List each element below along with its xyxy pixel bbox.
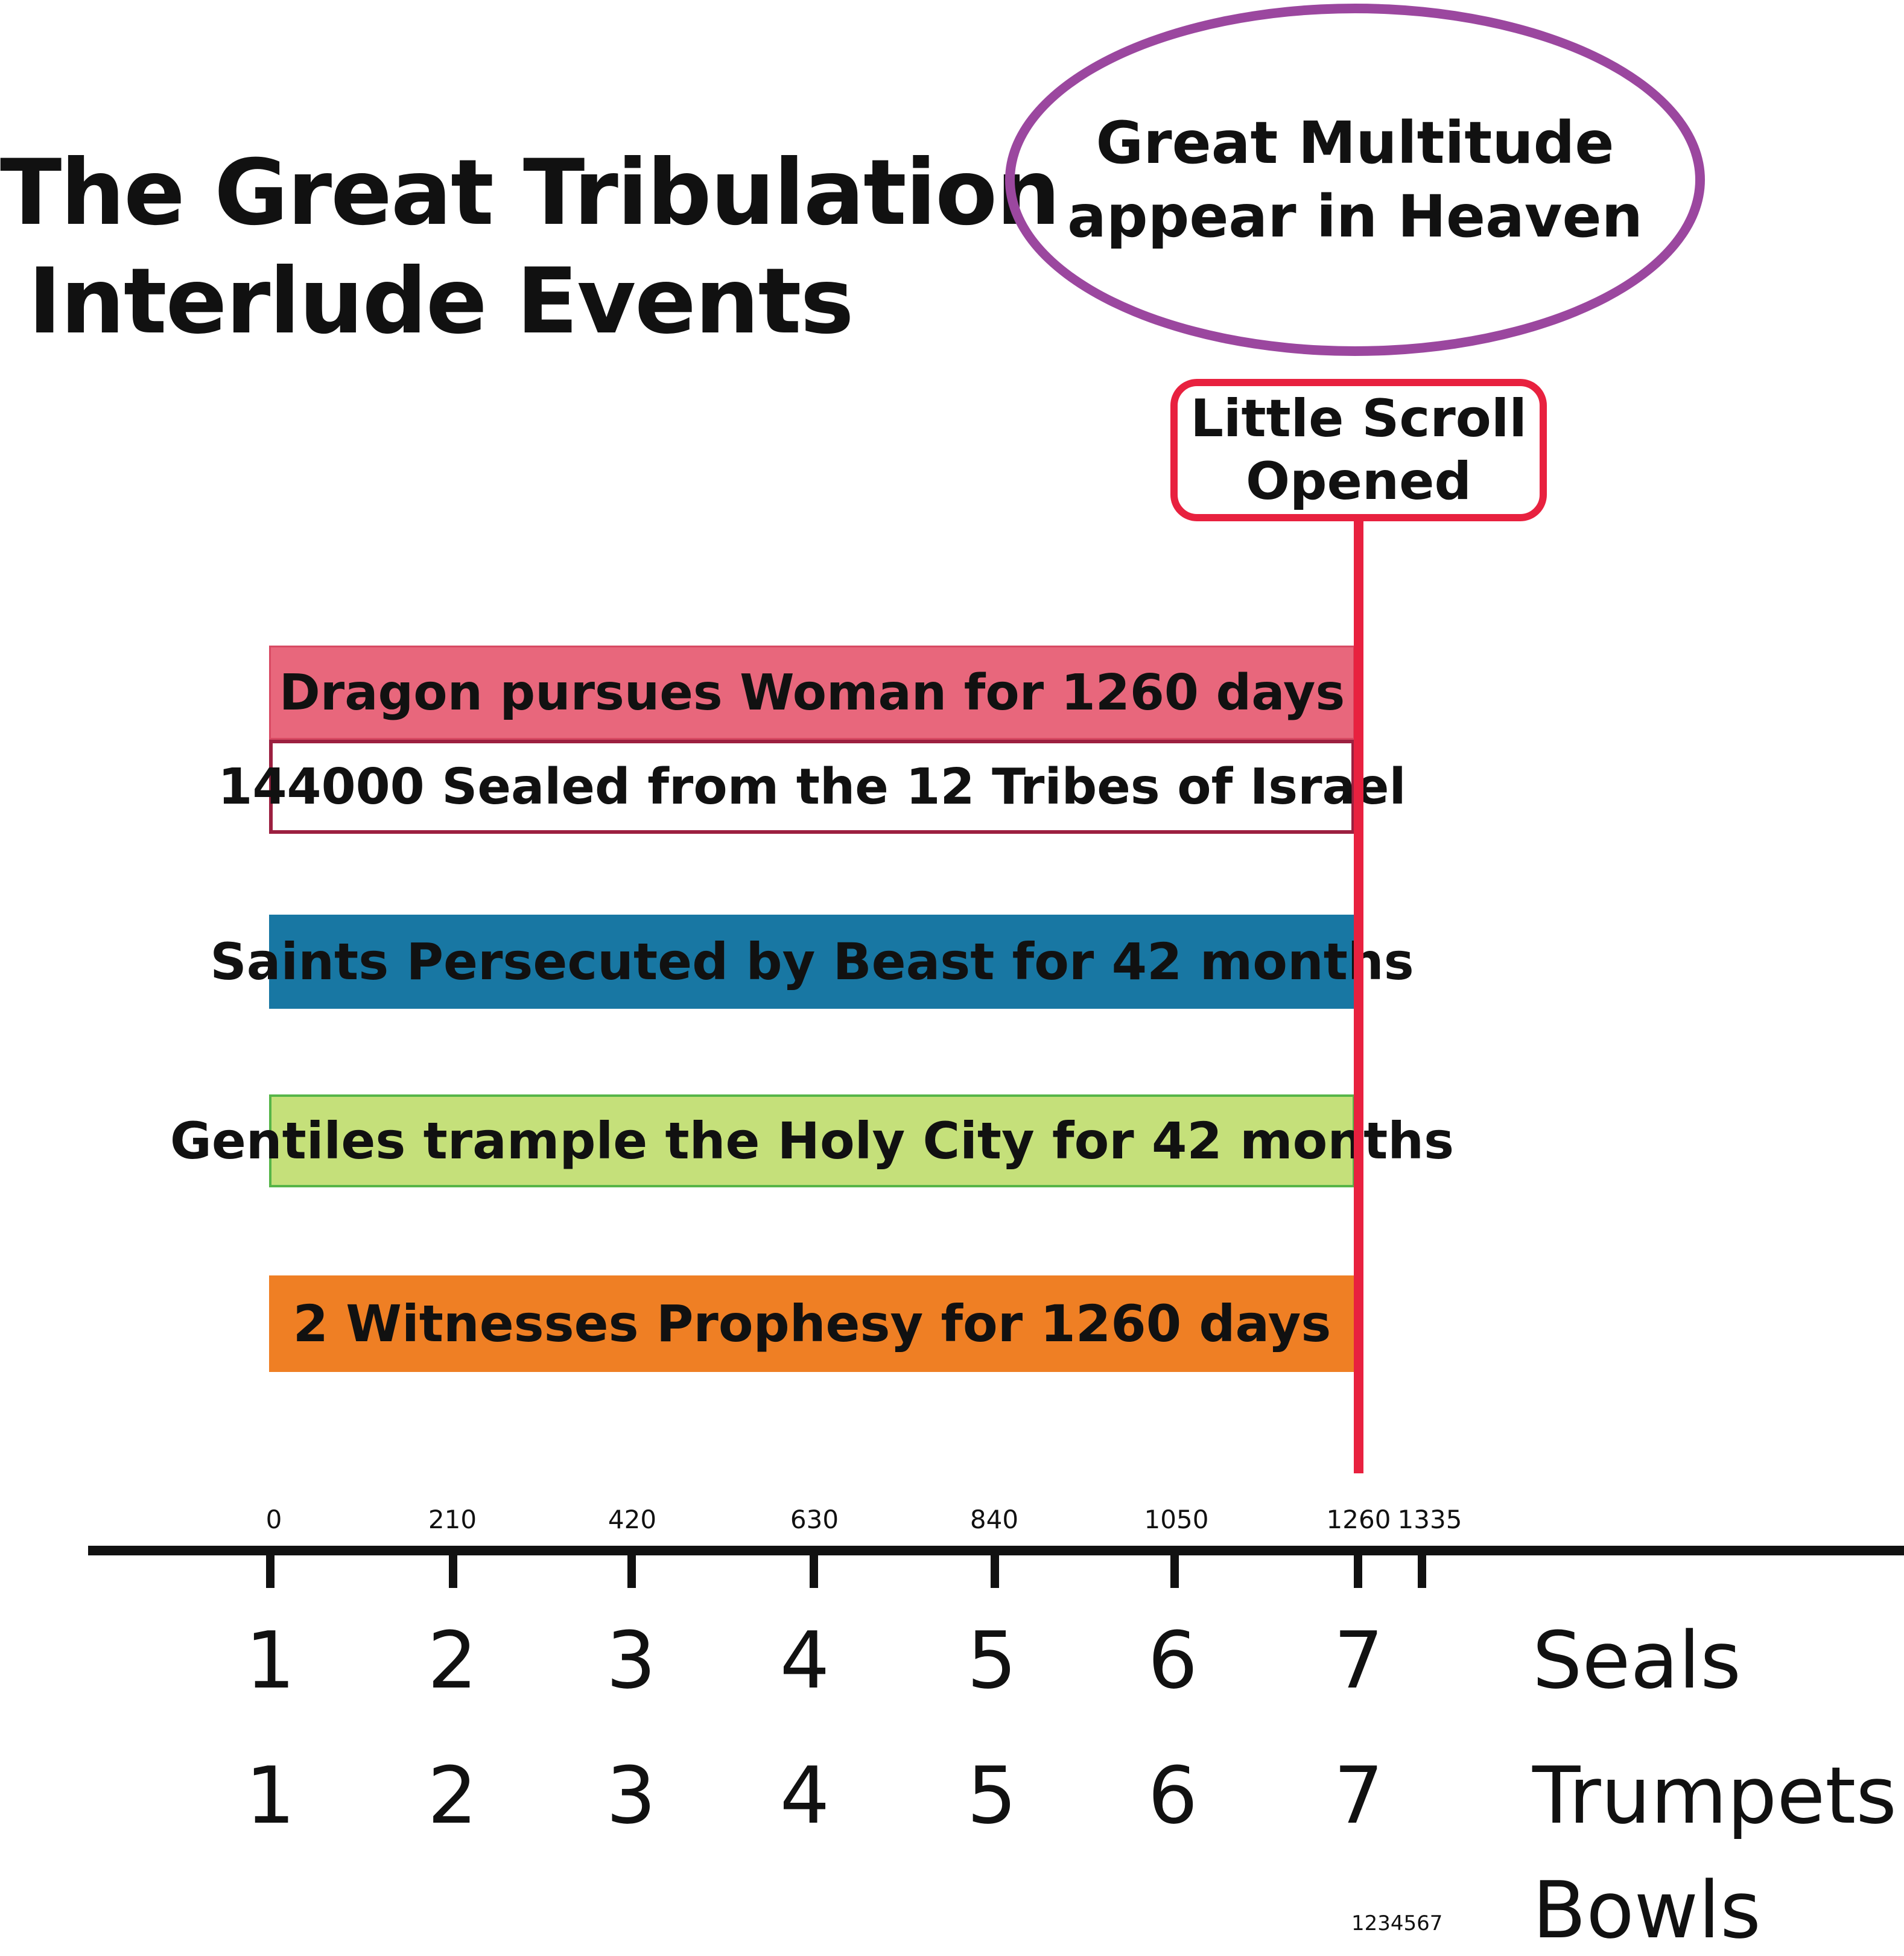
tick-label-630: 630 bbox=[790, 1505, 839, 1534]
page-title: The Great Tribulation Interlude Events bbox=[0, 139, 1061, 356]
trumpet-number: 1 bbox=[245, 1750, 296, 1841]
seal-number: 2 bbox=[427, 1615, 478, 1706]
trumpet-number: 2 bbox=[427, 1750, 478, 1841]
little-scroll-box: Little Scroll Opened bbox=[1170, 379, 1547, 521]
great-multitude-line-1: Great Multitude bbox=[1096, 109, 1614, 177]
dragon-pursues-bar: Dragon pursues Woman for 1260 days bbox=[269, 646, 1355, 740]
seals-label: Seals bbox=[1532, 1615, 1742, 1706]
trumpet-number: 7 bbox=[1333, 1750, 1384, 1841]
saints-persecuted-bar: Saints Persecuted by Beast for 42 months bbox=[210, 915, 1414, 1009]
trumpet-number: 5 bbox=[966, 1750, 1017, 1841]
seal-number: 3 bbox=[606, 1615, 656, 1706]
title-line-2: Interlude Events bbox=[28, 249, 854, 354]
tick-label-1050: 1050 bbox=[1144, 1505, 1209, 1534]
little-scroll-line-1: Little Scroll bbox=[1190, 389, 1527, 449]
bowls-label: Bowls bbox=[1532, 1864, 1761, 1956]
seal-number: 6 bbox=[1147, 1615, 1198, 1706]
trumpet-number: 4 bbox=[779, 1750, 830, 1841]
trumpets-label: Trumpets bbox=[1532, 1750, 1897, 1841]
tick-label-840: 840 bbox=[969, 1505, 1019, 1534]
gentiles-trample-label: Gentiles trample the Holy City for 42 mo… bbox=[170, 1111, 1455, 1170]
tick-mark-630 bbox=[810, 1551, 818, 1588]
tick-label-420: 420 bbox=[608, 1505, 657, 1534]
trumpet-number: 6 bbox=[1147, 1750, 1198, 1841]
trumpet-number: 3 bbox=[606, 1750, 656, 1841]
sealed-144000-bar: 144000 Sealed from the 12 Tribes of Isra… bbox=[218, 740, 1406, 834]
tick-mark-1335 bbox=[1418, 1551, 1426, 1588]
title-line-1: The Great Tribulation bbox=[0, 141, 1061, 246]
great-multitude-line-2: appear in Heaven bbox=[1067, 183, 1643, 250]
tick-mark-1050 bbox=[1170, 1551, 1179, 1588]
tick-label-0: 0 bbox=[265, 1505, 282, 1534]
dragon-pursues-label: Dragon pursues Woman for 1260 days bbox=[279, 664, 1345, 722]
gentiles-trample-bar: Gentiles trample the Holy City for 42 mo… bbox=[170, 1094, 1454, 1187]
little-scroll-marker-line bbox=[1354, 521, 1363, 1473]
seal-number: 4 bbox=[779, 1615, 830, 1706]
tick-mark-420 bbox=[627, 1551, 636, 1588]
seal-number: 1 bbox=[245, 1615, 296, 1706]
seal-number: 5 bbox=[966, 1615, 1017, 1706]
two-witnesses-label: 2 Witnesses Prophesy for 1260 days bbox=[293, 1294, 1331, 1353]
bowls-numbers: 1234567 bbox=[1351, 1911, 1443, 1935]
sealed-144000-label: 144000 Sealed from the 12 Tribes of Isra… bbox=[218, 758, 1406, 816]
tick-mark-840 bbox=[991, 1551, 999, 1588]
little-scroll-line-2: Opened bbox=[1245, 451, 1472, 512]
tick-label-210: 210 bbox=[428, 1505, 477, 1534]
tick-mark-1260 bbox=[1354, 1551, 1362, 1588]
tick-label-1260: 1260 bbox=[1326, 1505, 1391, 1534]
tick-mark-210 bbox=[449, 1551, 457, 1588]
seal-number: 7 bbox=[1333, 1615, 1384, 1706]
tick-label-1335: 1335 bbox=[1397, 1505, 1462, 1534]
tick-mark-0 bbox=[266, 1551, 274, 1588]
two-witnesses-bar: 2 Witnesses Prophesy for 1260 days bbox=[269, 1275, 1355, 1372]
great-multitude-ellipse: Great Multitude appear in Heaven bbox=[1005, 4, 1705, 356]
saints-persecuted-label: Saints Persecuted by Beast for 42 months bbox=[210, 932, 1414, 991]
